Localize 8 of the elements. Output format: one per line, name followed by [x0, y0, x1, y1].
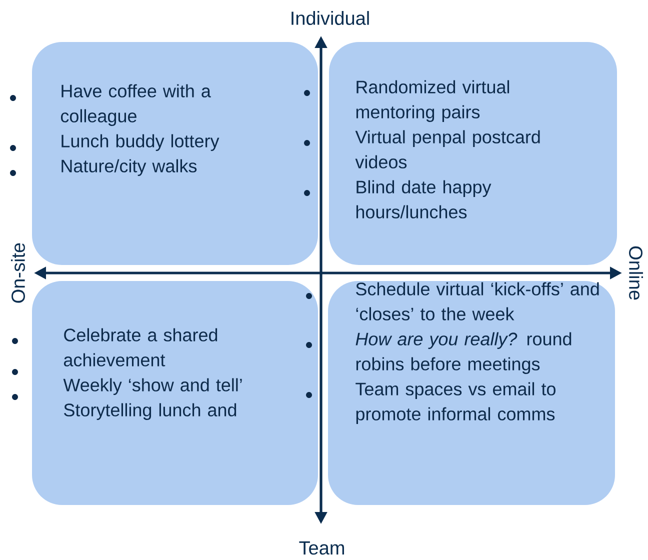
quadrant-box: Have coffee with a colleague Lunch buddy lottery Nature/city walks	[32, 42, 318, 265]
axis-label: Individual	[292, 11, 369, 25]
quadrant-box: Randomized virtual mentoring pairs Virtual penpal postcard videos Blind date happy hours/lunches	[329, 42, 617, 265]
axis-label: Team	[299, 541, 344, 555]
quadrant-box: Celebrate a shared achievement Weekly ‘show and tell’ Storytelling lunch and	[32, 281, 318, 505]
axis-label: Online	[629, 246, 643, 300]
quadrant-box: Schedule virtual ‘kick-offs’ and ‘closes’ to the week How are you really? round robins before meetings Team spaces vs email to promote informal comms	[328, 281, 615, 505]
axis-label: On-site	[11, 243, 25, 303]
